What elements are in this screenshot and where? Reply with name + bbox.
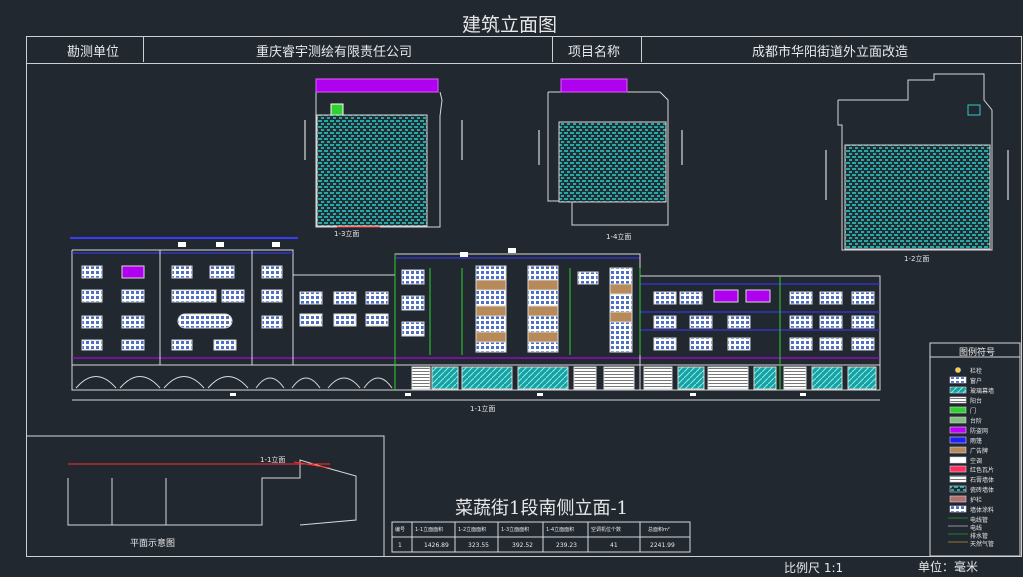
legend-item: 防盗网: [970, 428, 989, 435]
elevation-1-1: [70, 237, 881, 401]
pipes: [429, 268, 641, 355]
scale-text: 比例尺 1:1: [784, 561, 844, 575]
windows-middle: [299, 265, 633, 353]
survey-unit-label: 勘测单位: [67, 45, 120, 60]
elevation-1-2: [825, 73, 1009, 251]
storefronts: [411, 366, 877, 390]
label-plan-view-1-1: 1-1立面: [260, 456, 286, 464]
project-value: 成都市华阳街道外立面改造: [752, 45, 909, 60]
legend-item: 台阶: [970, 418, 983, 425]
legend-title: 图例符号: [959, 348, 996, 358]
table-header: 总面积m²: [648, 527, 670, 533]
legend-item: 排水管: [970, 533, 989, 540]
table-cell: 239.23: [556, 542, 577, 549]
drawing-frame: [26, 62, 1022, 557]
label-view-1-3: 1-3立面: [334, 230, 360, 238]
label-view-1-4: 1-4立面: [606, 233, 632, 241]
project-label: 项目名称: [568, 45, 621, 60]
legend-item: 阳台: [970, 398, 983, 405]
plan-frame: [26, 435, 385, 556]
legend-item: 天然气管: [970, 541, 995, 548]
elevation-1-4: [538, 78, 683, 226]
legend-item: 广告牌: [970, 448, 989, 455]
legend-item: 玻璃幕墙: [970, 388, 995, 395]
legend-item: 栏栓: [970, 368, 983, 375]
legend-item: 墙体涂料: [970, 507, 995, 514]
windows-left: [81, 265, 283, 351]
table-cell: 1: [398, 542, 402, 549]
label-view-1-2: 1-2立面: [904, 255, 930, 263]
legend-item: 雨篷: [970, 438, 983, 445]
legend-item: 石膏墙体: [970, 477, 995, 484]
drawing-title: 建筑立面图: [462, 14, 558, 36]
elevation-1-3: [304, 78, 463, 228]
header-cell-3: [552, 36, 642, 62]
table-header: 1-2立面面积: [458, 527, 487, 533]
survey-unit-value: 重庆睿宇测绘有限责任公司: [256, 45, 413, 60]
legend-item: 电线管: [970, 517, 989, 524]
table-cell: 1426.89: [424, 542, 449, 549]
legend-item: 电线: [970, 525, 983, 532]
table-cell: 41: [610, 542, 618, 549]
dimension-marks: [178, 242, 806, 396]
table-cell: 323.55: [468, 542, 489, 549]
unit-text: 单位：毫米: [918, 560, 979, 574]
legend-item: 空调: [970, 458, 983, 465]
legend-swatches: [948, 367, 968, 543]
table-cell: 2241.99: [650, 542, 675, 549]
plan-view: [67, 459, 357, 526]
legend-item: 瓷砖墙体: [970, 487, 995, 494]
table-header: 空调机位个数: [591, 527, 622, 533]
legend-box: [929, 342, 1021, 557]
table-header: 编号: [395, 527, 406, 533]
windows-right: [653, 289, 875, 351]
data-table-frame: [391, 521, 691, 553]
header-cell-1: [26, 36, 144, 62]
table-cell: 392.52: [512, 542, 533, 549]
legend-item: 护栏: [970, 497, 983, 504]
header-row: [26, 36, 1022, 64]
label-view-1-1: 1-1立面: [470, 405, 496, 413]
table-header: 1-3立面面积: [501, 527, 530, 533]
legend-item: 红色瓦片: [970, 467, 995, 474]
label-plan: 平面示意图: [130, 539, 176, 549]
legend-item: 窗户: [970, 378, 983, 385]
main-title: 菜蔬街1段南侧立面-1: [455, 498, 628, 519]
legend-item: 门: [970, 408, 977, 415]
table-header: 1-4立面面积: [546, 527, 575, 533]
table-header: 1-1立面面积: [415, 527, 444, 533]
